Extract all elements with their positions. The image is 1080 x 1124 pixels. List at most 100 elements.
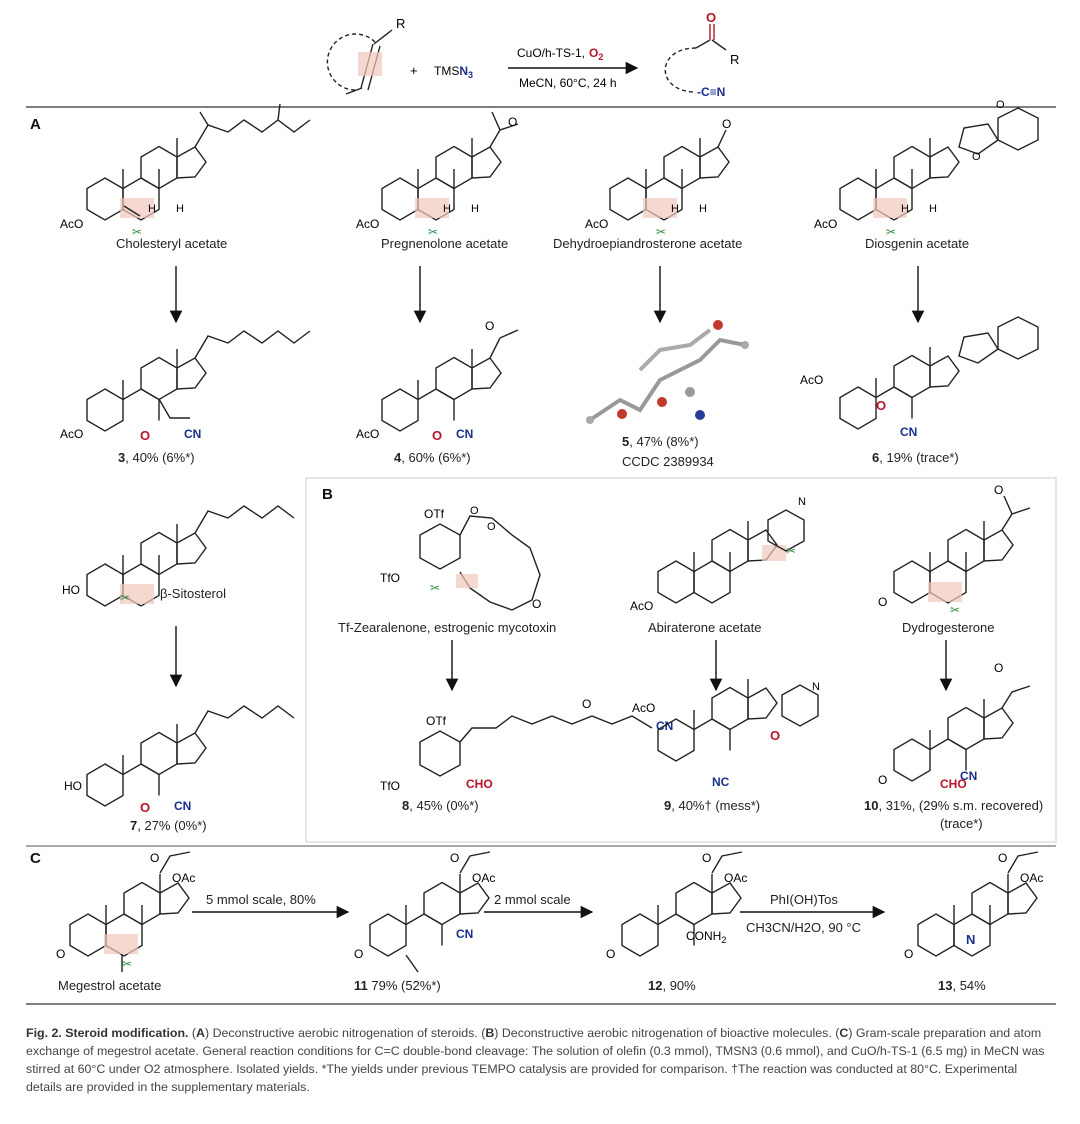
svg-text:AcO: AcO: [800, 373, 823, 387]
svg-text:O: O: [998, 851, 1007, 865]
product-note: (trace*): [940, 816, 983, 831]
structure-product-9: N AcO O NC: [632, 678, 820, 789]
svg-text:✂: ✂: [786, 544, 796, 558]
structure-cholesteryl-acetate: AcO H H ✂: [60, 103, 311, 239]
svg-text:NC: NC: [712, 775, 730, 789]
svg-text:✂: ✂: [428, 225, 438, 239]
svg-text:✂: ✂: [120, 591, 130, 605]
svg-text:H: H: [176, 203, 184, 215]
svg-text:✂: ✂: [950, 603, 960, 617]
substrate-name: Pregnenolone acetate: [381, 236, 509, 251]
svg-text:OAc: OAc: [1020, 871, 1043, 885]
product-label: 11 79% (52%*): [354, 978, 441, 993]
svg-text:O: O: [140, 800, 150, 815]
catalyst-label: CuO/h-TS-1,O2: [517, 46, 603, 62]
svg-text:H: H: [699, 203, 707, 215]
svg-text:H: H: [929, 203, 937, 215]
svg-text:O: O: [878, 773, 887, 787]
svg-text:TfO: TfO: [380, 571, 400, 585]
svg-text:O: O: [487, 521, 496, 533]
reaction-arrows: [169, 266, 953, 919]
product-label: 13, 54%: [938, 978, 986, 993]
section-c-label: C: [30, 850, 41, 867]
caption-title: Fig. 2. Steroid modification.: [26, 1026, 189, 1040]
substrate-name: Dydrogesterone: [902, 620, 995, 635]
crystal-structure-5: [586, 320, 749, 424]
svg-text:AcO: AcO: [585, 217, 608, 231]
svg-text:O: O: [582, 697, 591, 711]
svg-text:O: O: [432, 428, 442, 443]
svg-text:CN: CN: [184, 427, 201, 441]
structure-product-7: HO O CN: [64, 705, 295, 815]
substrate-name: Cholesteryl acetate: [116, 236, 228, 251]
product-label: 4, 60% (6%*): [394, 450, 471, 465]
structure-diosgenin-acetate: O O AcO H H ✂: [814, 99, 1039, 239]
svg-text:OAc: OAc: [172, 871, 195, 885]
structure-dhea-acetate: O AcO H H ✂: [585, 117, 731, 239]
product-nitrile-label: -C≡N: [697, 85, 725, 99]
ccdc-number: CCDC 2389934: [622, 454, 714, 469]
svg-text:O: O: [150, 851, 159, 865]
substrate-name: β-Sitosterol: [160, 586, 226, 601]
step-condition: 5 mmol scale, 80%: [206, 892, 316, 907]
svg-text:OAc: OAc: [724, 871, 747, 885]
svg-text:N: N: [966, 932, 975, 947]
svg-text:CN: CN: [174, 799, 191, 813]
product-label: 10, 31%, (29% s.m. recovered): [864, 798, 1044, 813]
structure-dydrogesterone: O O ✂: [878, 483, 1031, 617]
svg-text:O: O: [140, 428, 150, 443]
reaction-scheme: R + TMSN3 CuO/h-TS-1,O2 MeCN, 60°C, 24 h…: [326, 10, 739, 99]
panel-b-frame: [305, 477, 1057, 843]
svg-text:O: O: [994, 661, 1003, 675]
substrate-name: Dehydroepiandrosterone acetate: [553, 236, 743, 251]
svg-text:AcO: AcO: [632, 701, 655, 715]
svg-text:HO: HO: [64, 779, 82, 793]
structure-product-3: AcO O CN: [60, 330, 311, 443]
structure-product-11: O OAc O CN: [354, 851, 495, 973]
svg-text:O: O: [56, 947, 65, 961]
structure-megestrol-acetate: O OAc O ✂: [56, 851, 195, 972]
conditions-label: MeCN, 60°C, 24 h: [519, 76, 617, 90]
section-b-label: B: [322, 486, 333, 503]
figure-caption: Fig. 2. Steroid modification. (A) Decons…: [26, 1026, 1045, 1094]
svg-text:AcO: AcO: [356, 427, 379, 441]
svg-text:H: H: [148, 203, 156, 215]
step-condition: 2 mmol scale: [494, 892, 571, 907]
svg-text:TfO: TfO: [380, 779, 400, 793]
svg-text:AcO: AcO: [814, 217, 837, 231]
structure-pregnenolone-acetate: O AcO H H ✂: [356, 111, 519, 239]
svg-text:O: O: [532, 597, 541, 611]
svg-text:✂: ✂: [430, 581, 440, 595]
structure-product-6: AcO O CN: [800, 316, 1039, 439]
svg-text:✂: ✂: [656, 225, 666, 239]
structure-product-10: O O CHO CN: [878, 661, 1031, 791]
svg-text:O: O: [470, 505, 479, 517]
svg-text:O: O: [354, 947, 363, 961]
svg-text:O: O: [606, 947, 615, 961]
svg-text:CN: CN: [456, 927, 473, 941]
svg-text:O: O: [450, 851, 459, 865]
svg-text:N: N: [798, 496, 806, 508]
product-label: 6, 19% (trace*): [872, 450, 959, 465]
svg-text:H: H: [671, 203, 679, 215]
product-label: 9, 40%† (mess*): [664, 798, 761, 813]
svg-text:✂: ✂: [132, 225, 142, 239]
substrate-name: Megestrol acetate: [58, 978, 162, 993]
svg-text:O: O: [996, 99, 1005, 111]
structure-product-12: O OAc O CONH2: [606, 851, 747, 961]
structure-product-13: O OAc O N: [904, 851, 1043, 961]
product-oxygen-label: O: [706, 10, 716, 25]
substrate-name: Tf-Zearalenone, estrogenic mycotoxin: [338, 620, 557, 635]
svg-text:AcO: AcO: [630, 599, 653, 613]
substrate-name: Abiraterone acetate: [648, 620, 762, 635]
svg-text:O: O: [994, 483, 1003, 497]
step-condition: CH3CN/H2O, 90 °C: [746, 920, 862, 935]
svg-text:O: O: [770, 728, 780, 743]
svg-text:CHO: CHO: [940, 777, 967, 791]
svg-text:O: O: [876, 398, 886, 413]
svg-text:✂: ✂: [886, 225, 896, 239]
product-label: 12, 90%: [648, 978, 696, 993]
svg-text:H: H: [471, 203, 479, 215]
plus-sign: +: [410, 63, 418, 78]
